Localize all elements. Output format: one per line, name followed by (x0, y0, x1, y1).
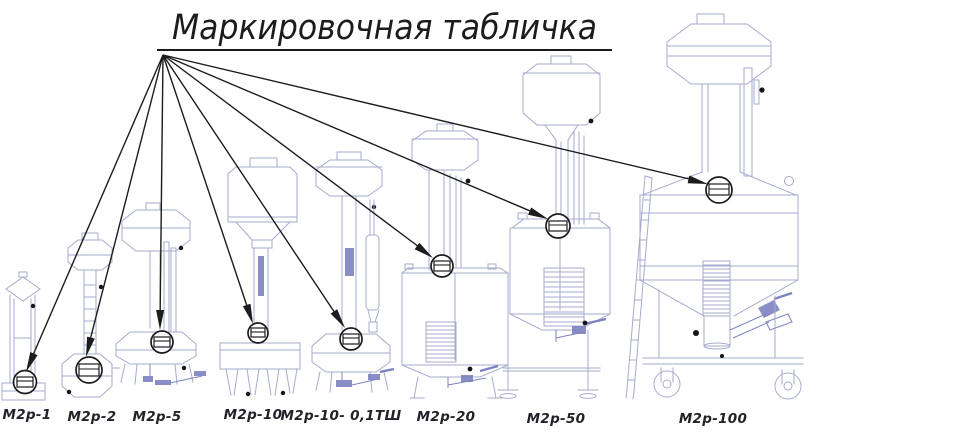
marking-plate-icon (705, 176, 733, 204)
machine-label-m2r-50: М2р-50 (527, 411, 586, 427)
leader-arrows (26, 54, 708, 372)
machine-label-m2r-10-01tsh: М2р-10- 0,1ТШ (281, 408, 402, 424)
machine-drawing-m2r-50 (497, 55, 611, 399)
machine-drawing-m2r-10 (219, 157, 301, 397)
marking-plate-icon (12, 369, 38, 395)
machine-label-m2r-10: М2р-10 (224, 407, 283, 423)
machine-drawing-m2r-5 (115, 202, 206, 385)
leader-arrow-m2r-10-01tsh (162, 54, 345, 328)
leader-arrow-m2r-1 (26, 54, 164, 372)
machine-drawing-m2r-1 (1, 271, 46, 401)
leader-arrow-m2r-2 (86, 54, 164, 357)
marking-plate-icon (339, 327, 363, 351)
machine-label-m2r-2: М2р-2 (68, 409, 117, 425)
ladder (625, 175, 653, 400)
leader-arrow-m2r-10 (162, 54, 253, 324)
diagram-title: Маркировочная табличка (172, 8, 597, 48)
machine-drawing-m2r-100 (625, 13, 804, 400)
leader-arrow-m2r-50 (162, 54, 548, 219)
machine-labels: М2р-1 М2р-2 М2р-5 М2р-10 М2р-10- 0,1ТШ М… (3, 407, 747, 427)
leader-arrow-m2r-100 (162, 54, 708, 184)
marking-plate-icon (150, 330, 174, 354)
machine-drawing-m2r-2 (61, 232, 121, 398)
marking-plate-icon (75, 356, 103, 384)
leader-arrow-m2r-20 (162, 54, 433, 258)
machine-label-m2r-5: М2р-5 (133, 409, 182, 425)
machine-drawing-m2r-20 (401, 123, 509, 399)
machine-label-m2r-100: М2р-100 (679, 411, 747, 427)
marking-plate-icon (247, 322, 269, 344)
leader-arrow-m2r-5 (156, 54, 165, 330)
marking-plate-icon (430, 254, 454, 278)
marking-plate-icon (545, 213, 571, 239)
machine-label-m2r-1: М2р-1 (3, 407, 52, 423)
machine-drawing-m2r-10-01tsh (311, 151, 395, 393)
machine-label-m2r-20: М2р-20 (417, 409, 476, 425)
